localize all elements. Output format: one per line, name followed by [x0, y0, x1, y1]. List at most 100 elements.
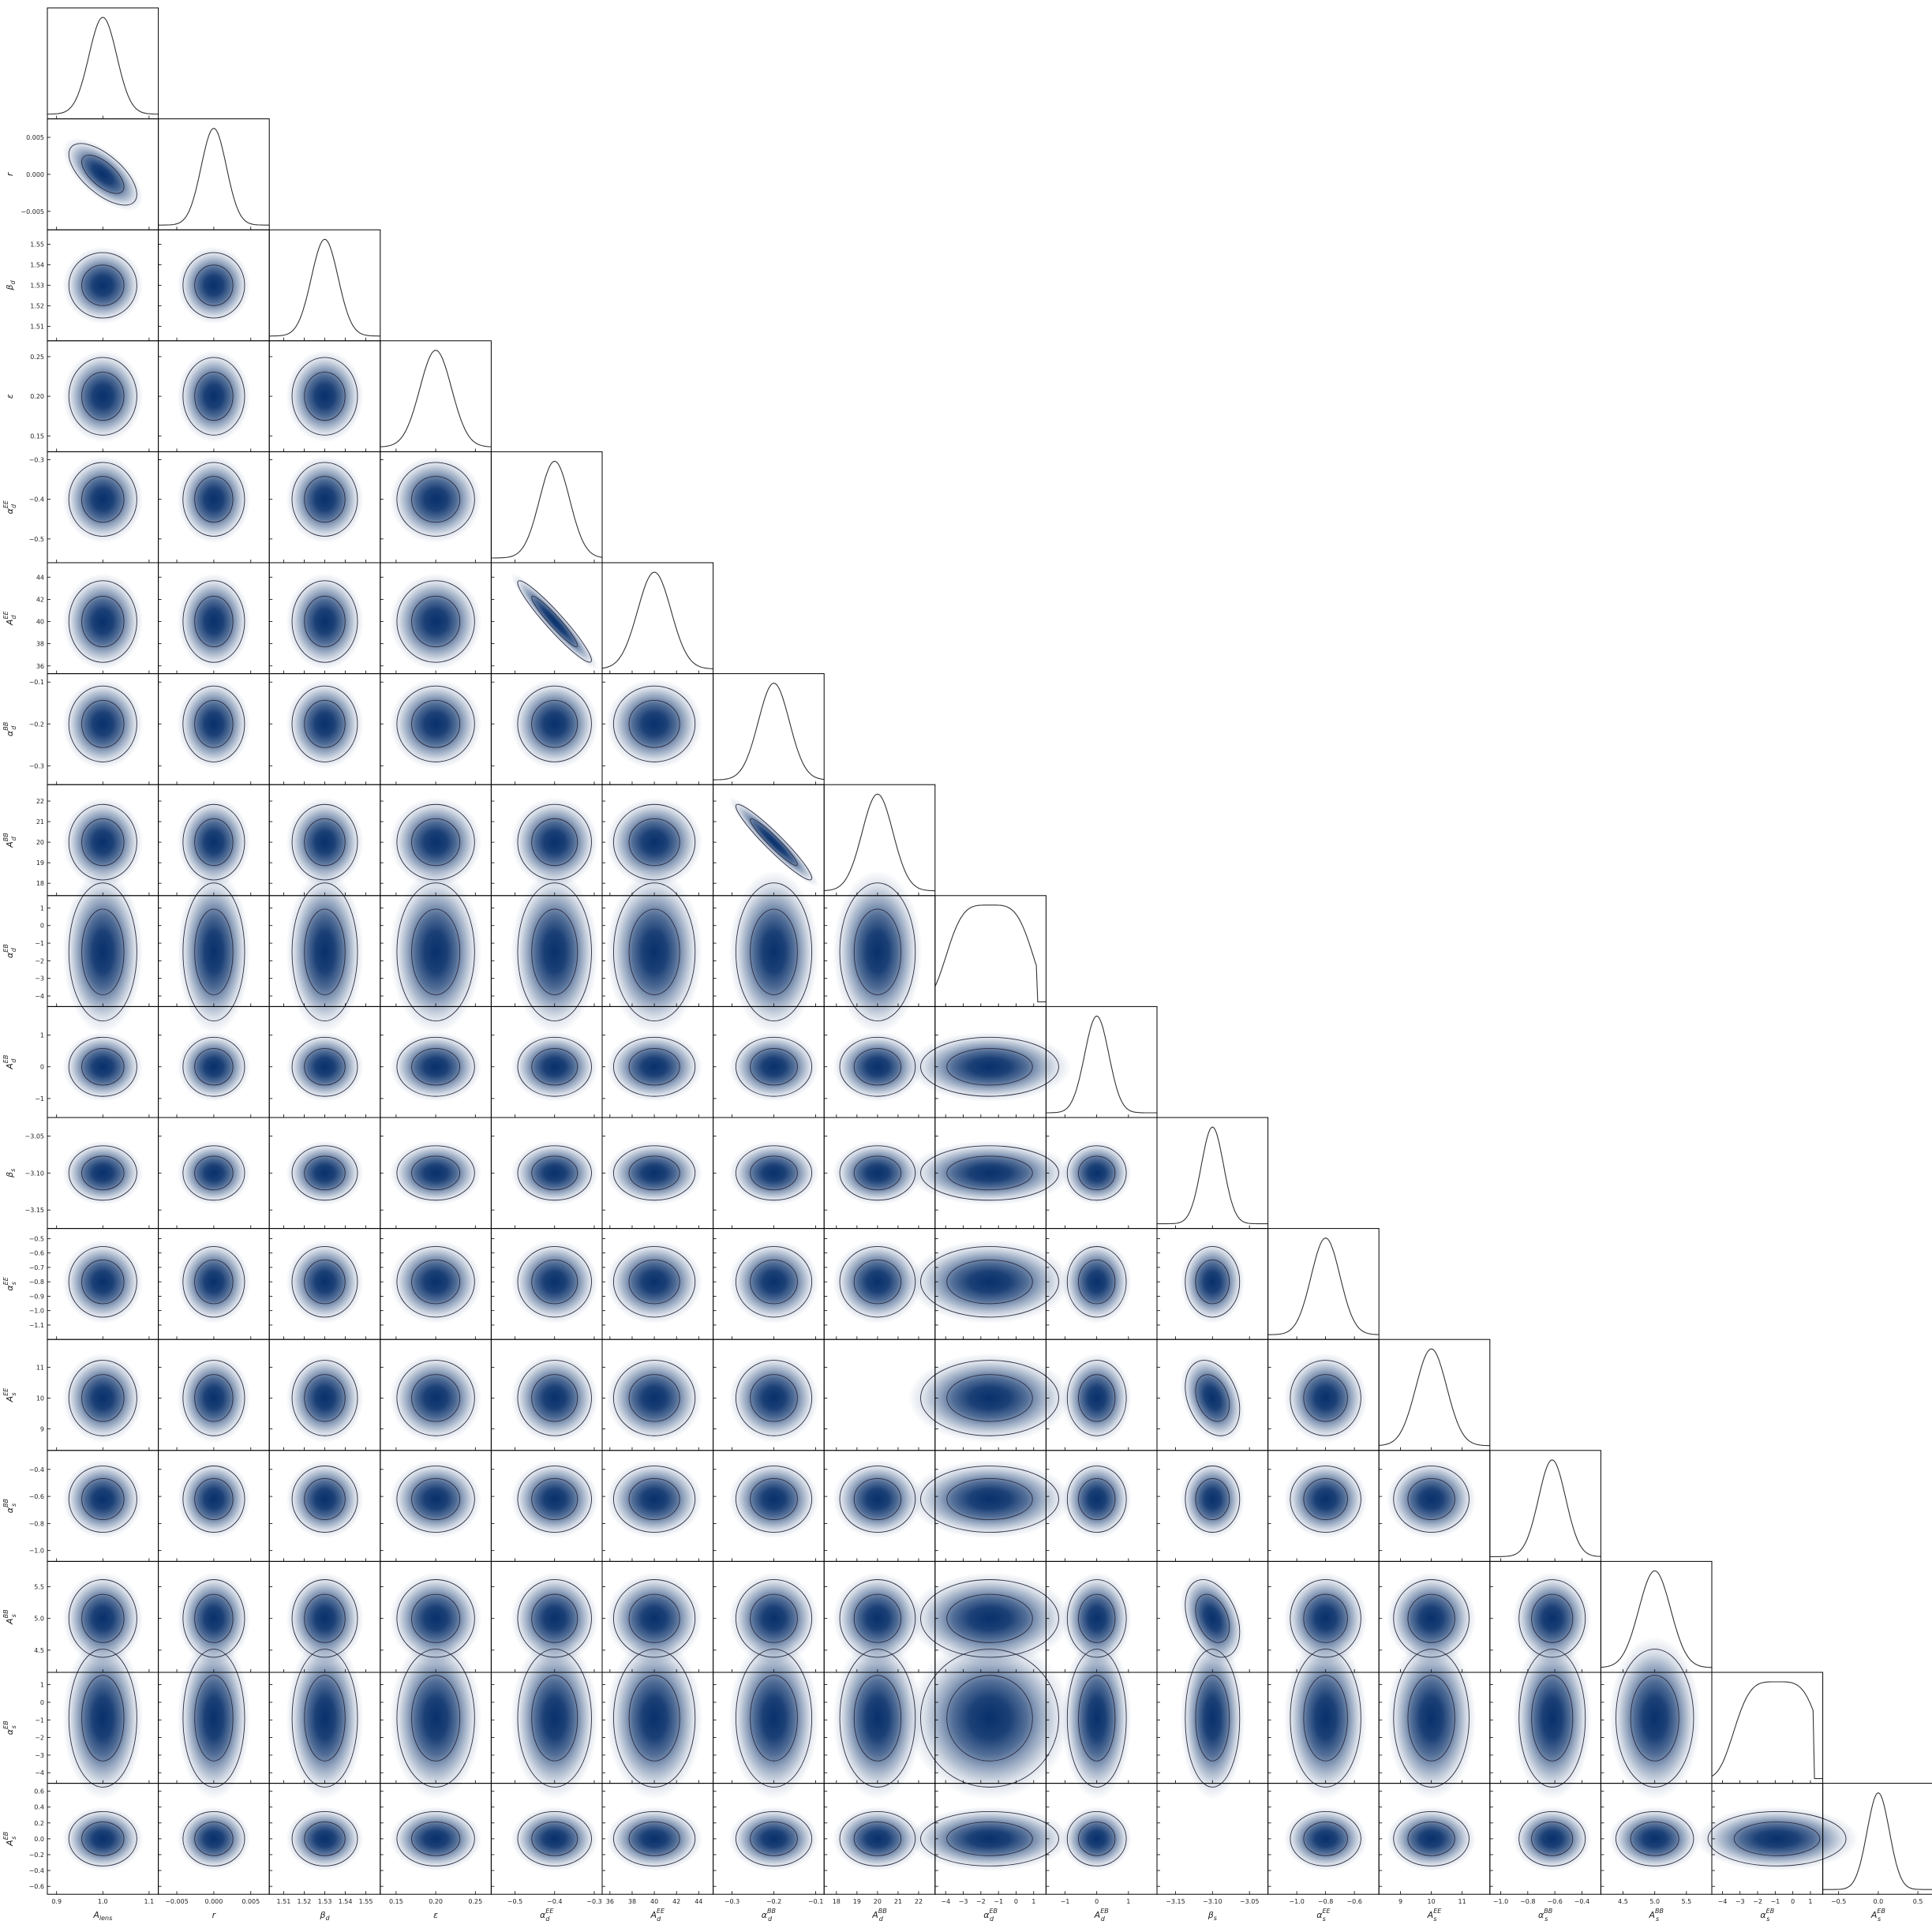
contour-68 [304, 1048, 346, 1086]
contour-95 [1185, 1246, 1241, 1318]
density-a-d-eb--s-bb [1061, 1459, 1132, 1539]
y-tick-label: 5.0 [34, 1616, 44, 1623]
contour-95 [68, 580, 137, 663]
contour-68 [194, 1259, 234, 1305]
panel--s-bb-a-s-bb [1489, 1560, 1601, 1673]
contour-68 [628, 908, 680, 995]
contour-68 [750, 1259, 798, 1305]
density--d-a-d-eb [286, 1032, 364, 1102]
contour-95 [291, 685, 358, 762]
contour-68 [1407, 1478, 1455, 1521]
density---s-eb [389, 1636, 482, 1800]
y-tick-label: −2 [35, 1735, 44, 1742]
contour-95 [735, 1649, 813, 1788]
panel--d--s-bb [268, 1450, 381, 1562]
x-tick-label: 1 [1126, 1898, 1130, 1905]
density--d-eb-a-d-eb [908, 1032, 1072, 1102]
x-axis-label-r: r [212, 1910, 217, 1920]
density--s--s-ee [1180, 1240, 1245, 1324]
x-axis-label--s: βs [1208, 1910, 1217, 1922]
contour-95 [291, 1360, 358, 1436]
y-tick-label: −0.8 [29, 1520, 44, 1527]
contour-68 [1078, 1822, 1116, 1856]
x-tick-label: −3 [959, 1898, 968, 1905]
contour-68 [304, 372, 346, 421]
panel--s-bb--s-bb [1489, 1450, 1601, 1562]
y-tick-label: −1 [35, 1095, 44, 1103]
density-r--s-eb [177, 1636, 251, 1800]
density--s--s-bb [1180, 1459, 1245, 1539]
y-tick-label: 1.52 [30, 303, 44, 310]
density-a-d-ee-a-d-eb [605, 1032, 703, 1102]
panel-a-d-ee--s-eb [601, 1636, 714, 1800]
contour-95 [396, 685, 475, 762]
density-a-lens--d [62, 246, 144, 324]
contour-95 [1616, 1811, 1694, 1866]
y-tick-label: 1.51 [30, 324, 44, 331]
y-axis-label-a-s-bb: ABBs [2, 1609, 17, 1625]
panel--d-eb--s-bb [908, 1450, 1072, 1562]
density--d-ee-a-d-eb [511, 1032, 599, 1102]
density--d-ee--d-eb [511, 870, 599, 1034]
density--a-s-ee [389, 1353, 482, 1443]
x-tick-label: 0.9 [51, 1898, 62, 1905]
density-a-d-eb-a-s-bb [1061, 1572, 1132, 1664]
panel--d-a-s-ee [268, 1339, 381, 1451]
x-tick-label: 1.1 [144, 1898, 155, 1905]
panel--d-bb--d-bb [713, 673, 825, 785]
contour-95 [1290, 1360, 1361, 1436]
panel--d- [268, 340, 381, 452]
contour-68 [531, 1675, 578, 1762]
x-tick-label: 5.5 [1681, 1898, 1691, 1905]
x-tick-label: −0.6 [1547, 1898, 1562, 1905]
contour-68 [1733, 1822, 1821, 1856]
density-a-d-ee-a-s-bb [605, 1572, 703, 1664]
contour-68 [1195, 1259, 1230, 1305]
y-tick-label: −1.0 [29, 1308, 44, 1315]
contour-95 [1290, 1466, 1361, 1533]
panel--d--s [268, 1117, 381, 1230]
density--d-ee--s-eb [511, 1636, 599, 1800]
contour-95 [68, 1466, 137, 1533]
contour-68 [946, 1155, 1033, 1191]
density-a-lens--d-ee [62, 455, 144, 544]
contour-95 [291, 462, 358, 537]
contour-68 [411, 476, 461, 523]
contour-95 [1393, 1466, 1470, 1533]
density-r--d [177, 246, 251, 324]
density-r--s-ee [177, 1240, 251, 1324]
density--d-a-s-eb [286, 1807, 364, 1871]
y-tick-label: 0 [40, 923, 44, 930]
marginal-a-lens [47, 17, 159, 115]
y-tick-label: 10 [36, 1395, 44, 1402]
x-tick-label: 0.005 [242, 1898, 260, 1905]
contour-95 [517, 882, 592, 1022]
contour-95 [1066, 1811, 1127, 1866]
density-r-a-d-bb [177, 797, 251, 887]
panel--d-a-d-ee [268, 562, 381, 675]
marginal--s-ee [1267, 1237, 1380, 1335]
panel-r- [158, 340, 270, 452]
panel-a-s-ee--s-bb [1378, 1450, 1491, 1562]
contour-95 [68, 462, 137, 537]
panel-r--s-eb [158, 1636, 270, 1800]
density-a-s-bb--s-eb [1608, 1636, 1701, 1800]
panel--s--s-bb [1156, 1450, 1269, 1562]
x-tick-label: −0.005 [165, 1898, 189, 1905]
panel-- [380, 340, 492, 452]
panel-frame [1822, 1783, 1932, 1895]
contour-68 [628, 1155, 680, 1191]
contour-95 [68, 1360, 137, 1436]
y-tick-label: −4 [35, 993, 44, 1000]
y-tick-label: −1.1 [29, 1322, 44, 1329]
x-tick-label: 40 [650, 1898, 658, 1905]
x-tick-label: 20 [874, 1898, 882, 1905]
density-r- [177, 350, 251, 443]
x-tick-label: −3 [1735, 1898, 1745, 1905]
panel-a-d-eb--s [1045, 1117, 1158, 1230]
